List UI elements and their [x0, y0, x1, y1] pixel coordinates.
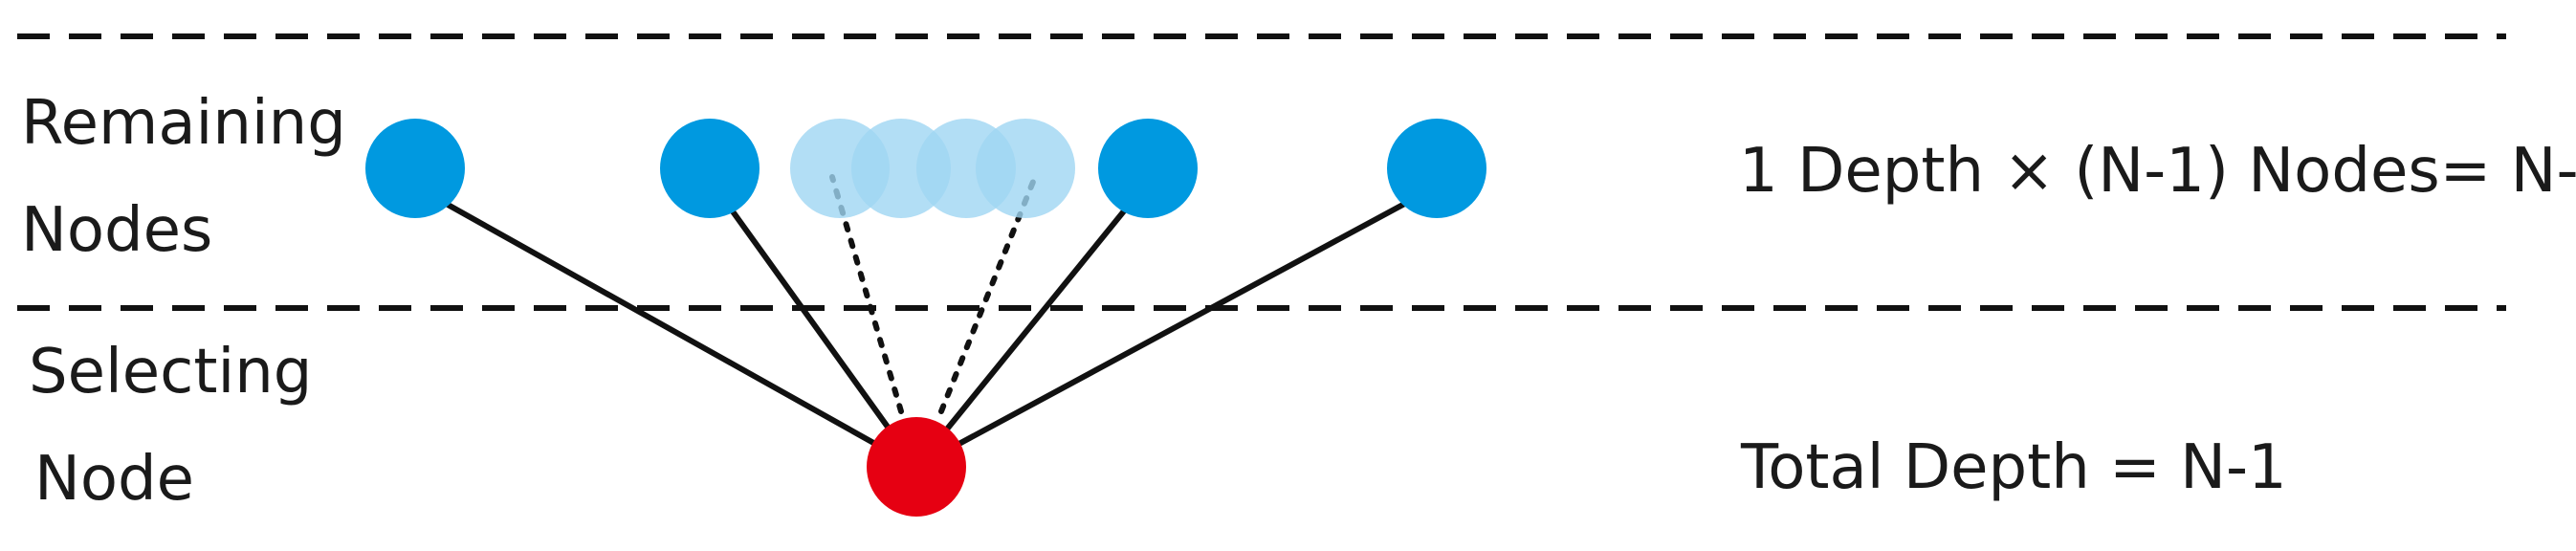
- selecting-label-line2: Node: [34, 444, 194, 515]
- remaining-nodes: [365, 119, 1486, 218]
- remaining-label-line2: Nodes: [21, 195, 212, 266]
- solid-edges: [414, 185, 1438, 470]
- remaining-node-3: [1098, 119, 1198, 218]
- remaining-node-1: [365, 119, 465, 218]
- total-depth-formula: Total Depth = N-1: [1740, 432, 2287, 503]
- faded-node: [976, 119, 1075, 218]
- per-depth-formula: 1 Depth × (N-1) Nodes= N-1: [1739, 136, 2576, 207]
- edge-to-node-2: [713, 185, 919, 470]
- edge-to-node-3: [914, 185, 1146, 470]
- selecting-node: [867, 417, 966, 517]
- selecting-label-line1: Selecting: [29, 337, 312, 408]
- remaining-node-2: [660, 119, 760, 218]
- edge-to-node-1: [414, 185, 919, 470]
- remaining-label-line1: Remaining: [21, 88, 346, 159]
- remaining-node-4: [1387, 119, 1486, 218]
- faded-node-group: [790, 119, 1075, 218]
- dotted-edge-left: [829, 174, 904, 414]
- edge-to-node-4: [914, 185, 1438, 470]
